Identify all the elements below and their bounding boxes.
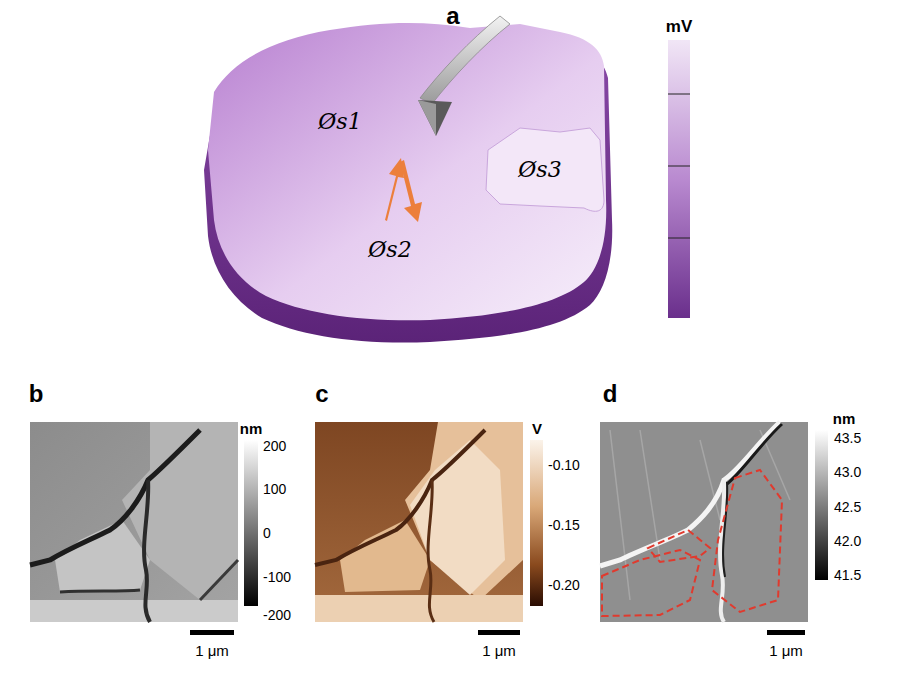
scale-bar: [767, 630, 805, 635]
tick-label: -200: [263, 608, 291, 622]
scale-label: 1 μm: [482, 643, 516, 658]
tick-label: 43.0: [834, 465, 861, 479]
colorbar-mv: [668, 40, 690, 318]
panel-label: b: [29, 382, 44, 406]
unit-label: mV: [666, 18, 692, 35]
tick-label: -100: [263, 570, 291, 584]
panel-label: a: [446, 4, 459, 28]
scale-bar: [190, 630, 234, 635]
scale-label: 1 μm: [769, 643, 803, 658]
tick-label: 0: [263, 526, 271, 540]
unit-label: nm: [833, 411, 856, 426]
unit-label: V: [532, 421, 542, 436]
tick-label: -0.10: [548, 458, 580, 472]
panel-label: c: [315, 382, 328, 406]
colorbar-nm: [815, 430, 828, 580]
potential-image: [315, 422, 523, 622]
potential-symbol: Øs1: [318, 111, 361, 133]
flake-illustration: [204, 16, 612, 343]
tick-label: 42.5: [834, 500, 861, 514]
panel-label: d: [603, 382, 618, 406]
scale-bar: [478, 630, 520, 635]
potential-symbol: Øs3: [518, 159, 561, 181]
tick-label: 42.0: [834, 534, 861, 548]
colorbar-nm: [244, 440, 258, 606]
amplitude-image: [600, 422, 808, 622]
tick-label: -0.15: [548, 518, 580, 532]
tick-label: 100: [263, 482, 286, 496]
topography-image: [30, 422, 238, 622]
tick-label: 200: [263, 439, 286, 453]
unit-label: nm: [240, 421, 263, 436]
tick-label: 43.5: [834, 431, 861, 445]
tick-label: -0.20: [548, 578, 580, 592]
potential-symbol: Øs2: [368, 239, 411, 261]
colorbar-v: [530, 440, 543, 606]
scale-label: 1 μm: [195, 643, 229, 658]
tick-label: 41.5: [834, 568, 861, 582]
